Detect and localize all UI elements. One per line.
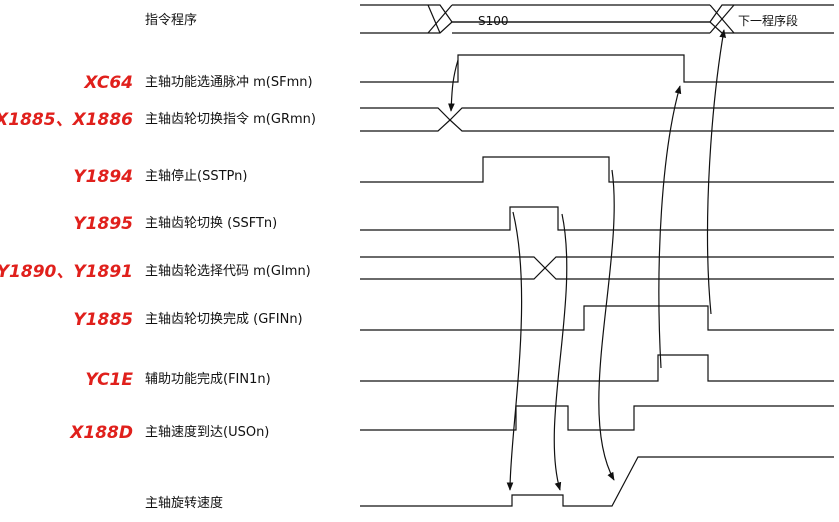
program-current-label: S100	[478, 14, 509, 28]
address-uso: X188D	[70, 423, 133, 443]
address-ssft: Y1895	[73, 214, 133, 234]
address-gi: Y1890、Y1891	[0, 262, 133, 282]
label-fin: 辅助功能完成(FIN1n)	[145, 372, 271, 387]
label-sf: 主轴功能选通脉冲 m(SFmn)	[145, 75, 313, 90]
arrow-fin-to-sf	[658, 85, 682, 369]
waveform-cmd-bottom-right	[709, 4, 735, 34]
address-gfin: Y1885	[73, 310, 133, 330]
arrow-sstp-to-spd	[598, 169, 615, 481]
address-sstp: Y1894	[73, 167, 133, 187]
address-column: XC64 X1885、X1886 Y1894 Y1895 Y1890、Y1891…	[0, 0, 133, 522]
waveform-gr-bottom	[360, 119, 834, 132]
program-next-label: 下一程序段	[738, 13, 798, 28]
arrow-ssft-to-spd-restart	[553, 213, 568, 491]
waveform-gfin	[360, 305, 834, 331]
label-column: 指令程序 主轴功能选通脉冲 m(SFmn) 主轴齿轮切换指令 m(GRmn) 主…	[145, 0, 360, 522]
label-uso: 主轴速度到达(USOn)	[145, 425, 270, 440]
label-spd: 主轴旋转速度	[145, 496, 224, 511]
waveform-uso	[360, 405, 834, 431]
address-fin: YC1E	[85, 370, 133, 390]
label-gi: 主轴齿轮选择代码 m(GImn)	[145, 264, 311, 279]
arrow-sf-to-gr	[448, 59, 459, 112]
waveform-sstp	[360, 156, 834, 183]
waveform-sf	[360, 54, 834, 83]
waveform-spd	[360, 456, 834, 507]
waveform-fin	[360, 354, 834, 382]
address-sf: XC64	[84, 73, 133, 93]
label-cmd: 指令程序	[145, 13, 198, 28]
waveform-ssft	[360, 206, 834, 231]
waveform-gi-top	[360, 256, 834, 269]
waveform-gr-top	[360, 107, 834, 121]
label-gr: 主轴齿轮切换指令 m(GRmn)	[145, 112, 316, 127]
label-sstp: 主轴停止(SSTPn)	[145, 169, 248, 184]
waveform-cmd-top-left	[427, 4, 441, 34]
label-gfin: 主轴齿轮切换完成 (GFINn)	[145, 312, 303, 327]
arrow-ssft-to-spd-low	[506, 211, 523, 491]
label-ssft: 主轴齿轮切换 (SSFTn)	[145, 216, 278, 231]
waveform-gi-bottom	[360, 267, 834, 280]
arrow-gfin-to-next	[706, 29, 727, 315]
waveform-cmd-bottom	[360, 21, 834, 34]
address-gr: X1885、X1886	[0, 110, 133, 130]
waveform-cmd-bottom-left	[427, 4, 453, 34]
